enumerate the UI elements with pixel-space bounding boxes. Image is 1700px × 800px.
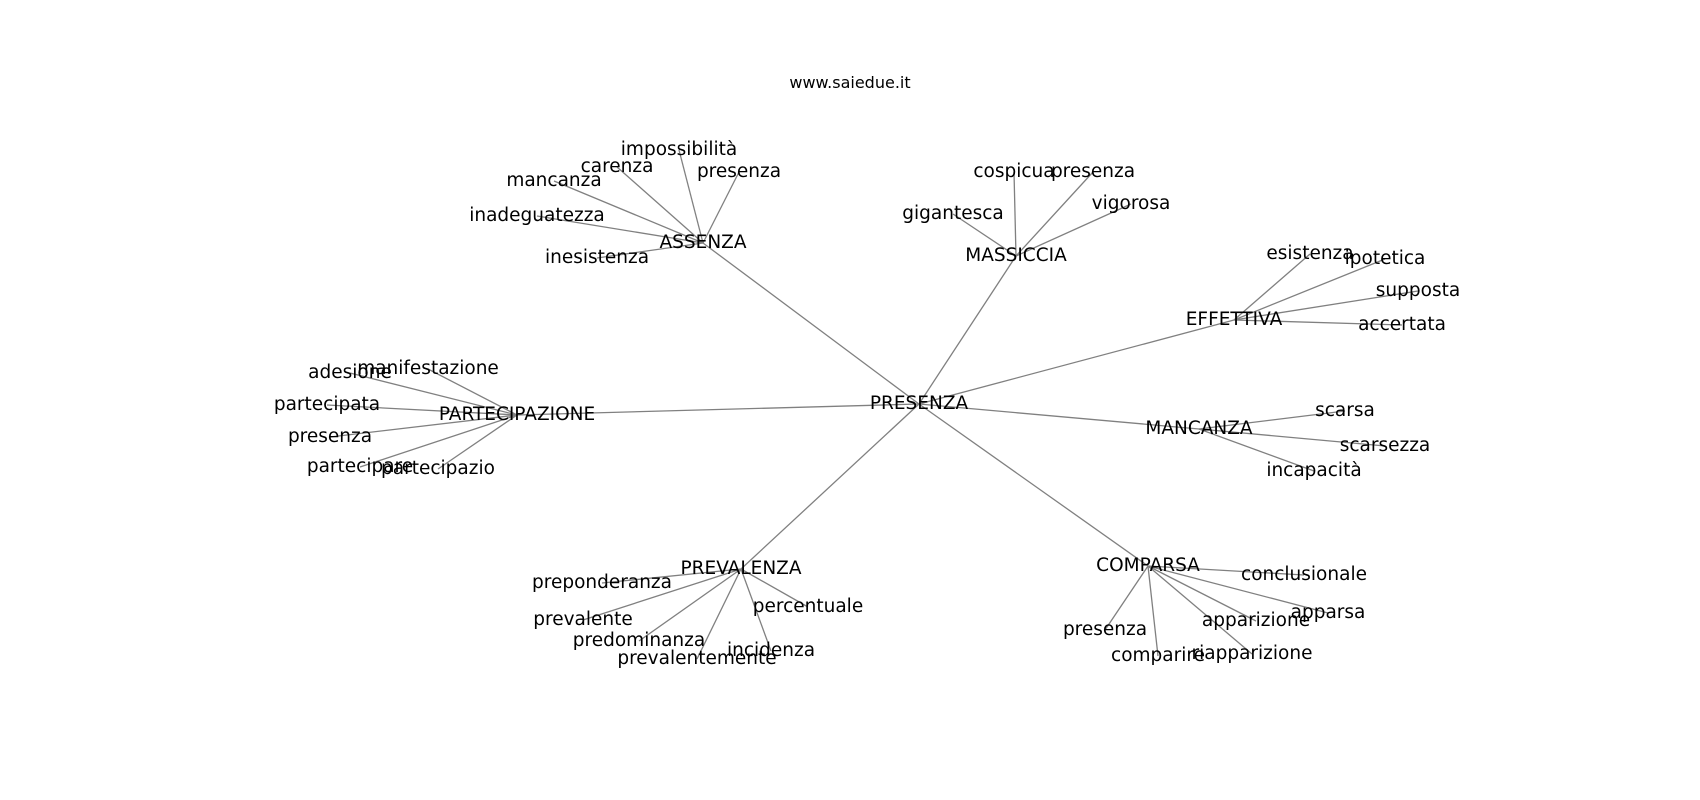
site-title: www.saiedue.it bbox=[789, 73, 910, 92]
leaf-node: ipotetica bbox=[1345, 248, 1426, 269]
leaf-node: carenza bbox=[581, 156, 654, 177]
leaf-node: presenza bbox=[1063, 619, 1147, 640]
edge-root-mancanza bbox=[918, 403, 1200, 430]
leaf-node: riapparizione bbox=[1192, 643, 1313, 664]
hub-node-mancanza: MANCANZA bbox=[1145, 418, 1253, 439]
edge-prevalenza-leaf bbox=[601, 568, 742, 584]
leaf-node: esistenza bbox=[1266, 243, 1353, 264]
edge-effettiva-leaf bbox=[1233, 258, 1386, 321]
leaf-node: presenza bbox=[288, 426, 372, 447]
hub-node-partecipazione: PARTECIPAZIONE bbox=[439, 404, 595, 425]
edge-prevalenza-leaf bbox=[582, 568, 742, 621]
hub-node-comparsa: COMPARSA bbox=[1096, 555, 1200, 576]
edge-root-effettiva bbox=[918, 319, 1235, 405]
edge-root-partecipazione bbox=[516, 403, 920, 416]
leaf-node: prevalentemente bbox=[617, 648, 776, 669]
hub-node-massiccia: MASSICCIA bbox=[965, 245, 1067, 266]
leaf-node: scarsa bbox=[1315, 400, 1375, 421]
edge-effettiva-leaf bbox=[1233, 319, 1403, 326]
edge-comparsa-leaf bbox=[1147, 565, 1159, 657]
edge-root-comparsa bbox=[918, 403, 1149, 567]
edge-mancanza-leaf bbox=[1198, 428, 1315, 472]
edge-prevalenza-leaf bbox=[696, 568, 742, 660]
leaf-node: prevalente bbox=[533, 609, 633, 630]
edge-massiccia-leaf bbox=[1013, 171, 1017, 257]
edge-massiccia-leaf bbox=[1015, 203, 1132, 257]
leaf-node: presenza bbox=[697, 161, 781, 182]
edge-prevalenza-leaf bbox=[638, 568, 742, 642]
leaf-node: inesistenza bbox=[545, 247, 649, 268]
edge-prevalenza-leaf bbox=[740, 568, 809, 608]
leaf-node: partecipazio bbox=[381, 458, 495, 479]
edge-partecipazione-leaf bbox=[359, 414, 518, 468]
leaf-node: partecipata bbox=[274, 394, 380, 415]
leaf-node: cospicua bbox=[973, 161, 1054, 182]
leaf-node: incapacità bbox=[1266, 460, 1361, 481]
leaf-node: accertata bbox=[1358, 314, 1446, 335]
edge-partecipazione-leaf bbox=[349, 372, 518, 416]
leaf-node: impossibilità bbox=[621, 139, 737, 160]
edge-mancanza-leaf bbox=[1198, 428, 1386, 447]
leaf-node: apparizione bbox=[1202, 610, 1310, 631]
leaf-node: manifestazione bbox=[357, 358, 499, 379]
edge-assenza-leaf bbox=[536, 215, 704, 244]
edge-comparsa-leaf bbox=[1147, 565, 1305, 576]
edge-partecipazione-leaf bbox=[427, 368, 518, 416]
leaf-node: predominanza bbox=[573, 630, 705, 651]
edge-effettiva-leaf bbox=[1233, 290, 1419, 321]
root-node: PRESENZA bbox=[870, 393, 969, 414]
edge-assenza-leaf bbox=[702, 171, 740, 244]
leaf-node: supposta bbox=[1376, 280, 1460, 301]
leaf-node: conclusionale bbox=[1241, 564, 1367, 585]
edge-comparsa-leaf bbox=[1104, 565, 1149, 631]
leaf-node: adesione bbox=[308, 362, 392, 383]
edge-effettiva-leaf bbox=[1233, 253, 1311, 321]
edge-assenza-leaf bbox=[596, 242, 704, 259]
edge-comparsa-leaf bbox=[1147, 565, 1257, 622]
leaf-node: gigantesca bbox=[902, 203, 1003, 224]
edge-root-massiccia bbox=[918, 255, 1017, 405]
leaf-node: inadeguatezza bbox=[469, 205, 605, 226]
edge-assenza-leaf bbox=[678, 149, 704, 244]
edge-comparsa-leaf bbox=[1147, 565, 1329, 614]
leaf-node: presenza bbox=[1051, 161, 1135, 182]
leaf-node: preponderanza bbox=[532, 572, 672, 593]
leaf-node: partecipare bbox=[307, 456, 413, 477]
edge-partecipazione-leaf bbox=[329, 414, 518, 438]
edge-comparsa-leaf bbox=[1147, 565, 1253, 655]
hub-node-effettiva: EFFETTIVA bbox=[1186, 309, 1283, 330]
edge-partecipazione-leaf bbox=[437, 414, 518, 470]
edge-root-prevalenza bbox=[740, 403, 920, 570]
edge-root-assenza bbox=[702, 242, 920, 405]
edges-layer bbox=[326, 149, 1419, 660]
edge-assenza-leaf bbox=[553, 180, 704, 244]
leaf-node: incidenza bbox=[727, 640, 815, 661]
leaf-node: apparsa bbox=[1291, 602, 1366, 623]
edge-partecipazione-leaf bbox=[326, 404, 518, 416]
leaf-node: mancanza bbox=[506, 170, 601, 191]
leaf-node: scarsezza bbox=[1340, 435, 1431, 456]
edge-mancanza-leaf bbox=[1198, 410, 1346, 430]
edge-prevalenza-leaf bbox=[740, 568, 772, 652]
leaf-node: percentuale bbox=[753, 596, 863, 617]
hub-node-prevalenza: PREVALENZA bbox=[681, 558, 802, 579]
leaf-node: vigorosa bbox=[1092, 193, 1171, 214]
edge-assenza-leaf bbox=[616, 166, 704, 244]
hub-node-assenza: ASSENZA bbox=[660, 232, 747, 253]
edge-massiccia-leaf bbox=[952, 213, 1017, 257]
edge-massiccia-leaf bbox=[1015, 171, 1094, 257]
leaf-node: comparire bbox=[1111, 645, 1205, 666]
